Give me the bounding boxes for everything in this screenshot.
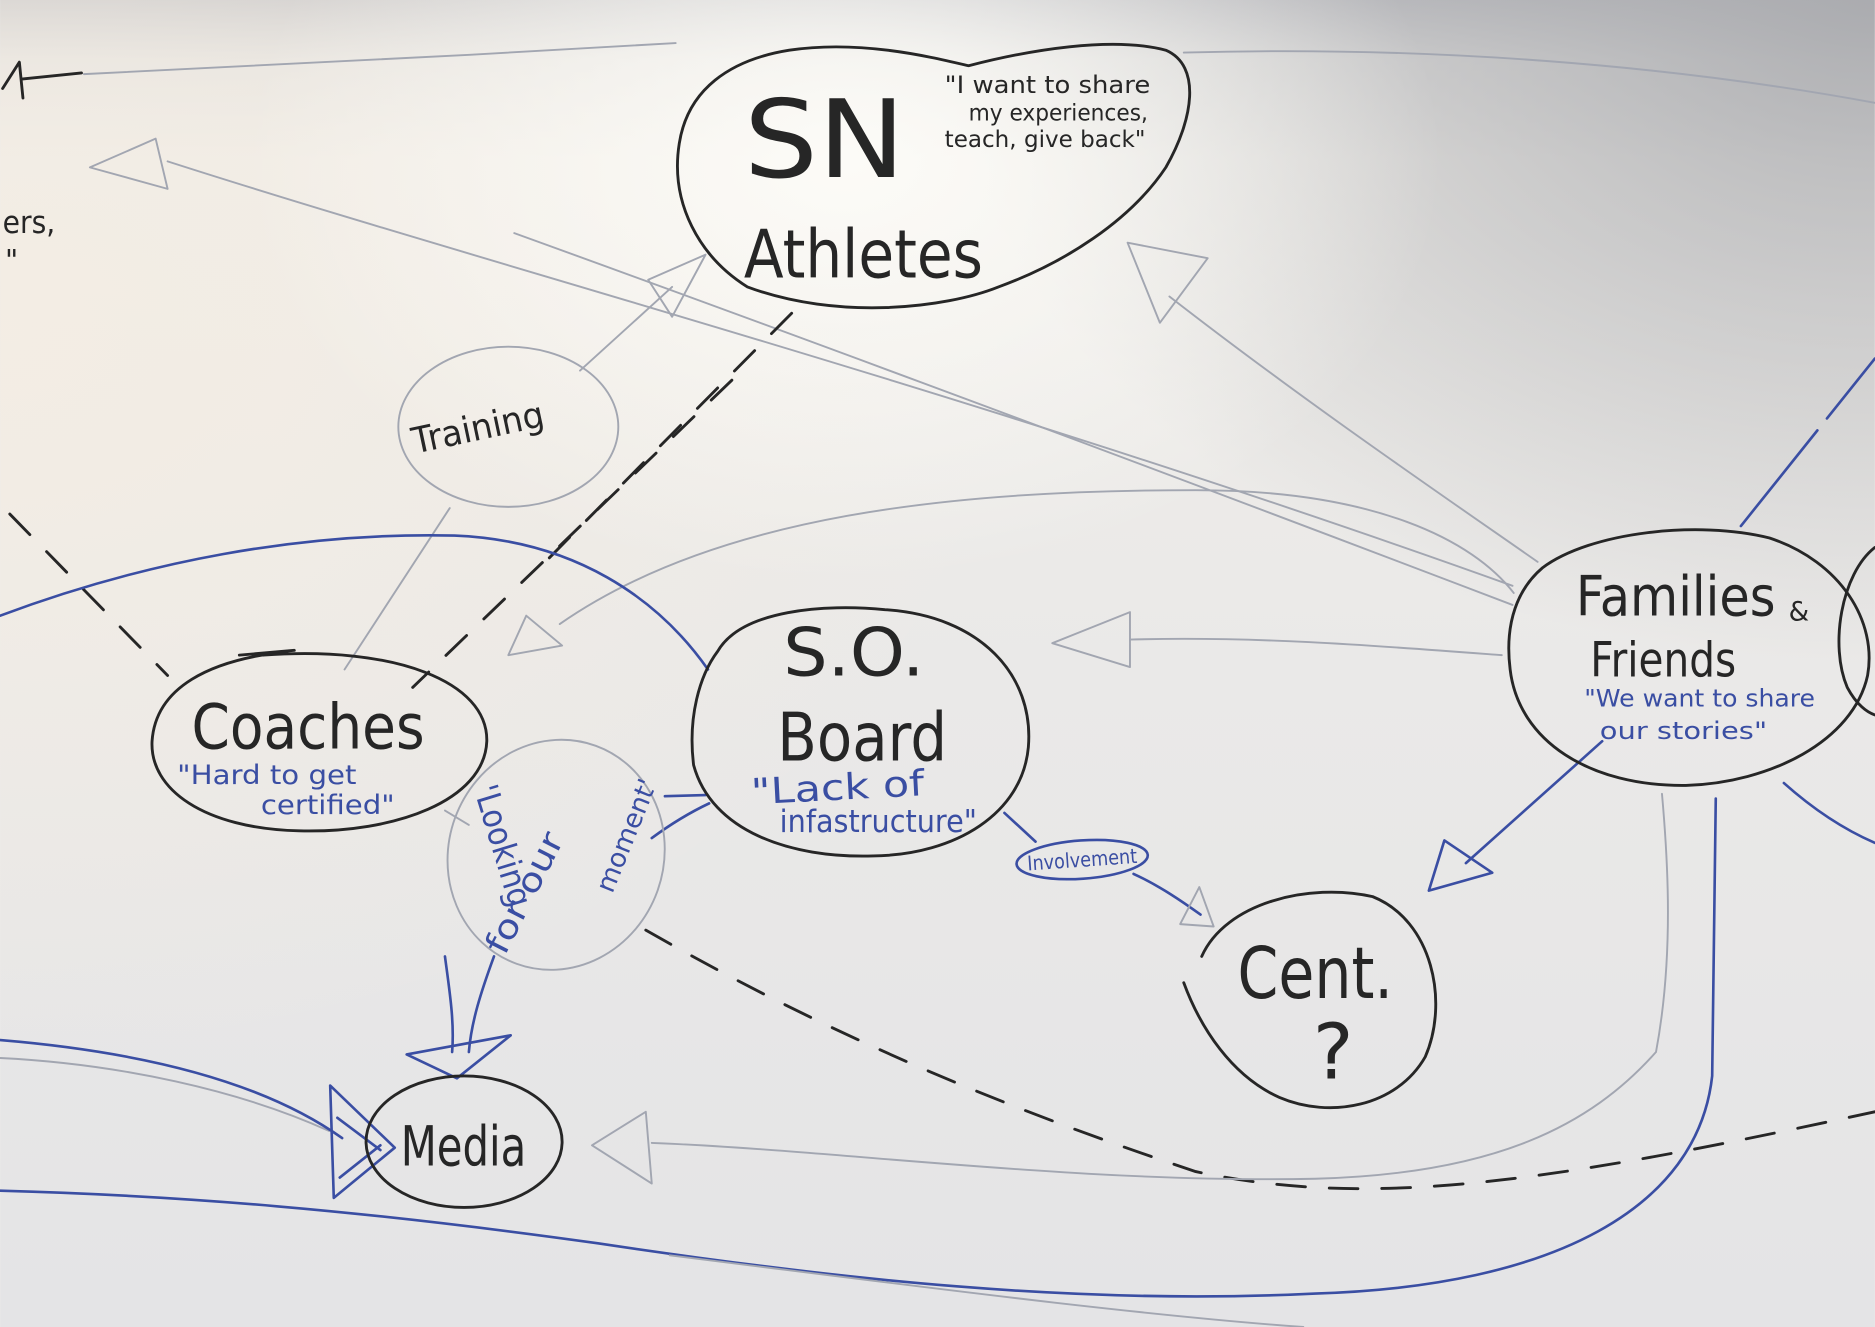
pencil-connector-left-to-media	[0, 1057, 330, 1132]
families-friends-title-line1: Families	[1576, 565, 1776, 629]
so-board-title-line2: Board	[777, 698, 947, 776]
pencil-connector-bottom-sweep	[668, 1254, 1305, 1327]
arrowhead-families-to-cent	[1427, 839, 1494, 892]
arrowhead-top-left	[88, 137, 169, 190]
families-friends-quote-line1: "We want to share	[1584, 685, 1815, 713]
left-edge-quote-mark: "	[5, 243, 18, 277]
sn-athletes-quote-line3: teach, give back"	[945, 127, 1146, 153]
families-friends-outline	[1507, 528, 1871, 787]
edge-mark-top-left	[1, 60, 83, 100]
arrowhead-families-to-sn	[1126, 241, 1209, 324]
node-so-board: S.O. Board "Lack of infastructure"	[690, 606, 1031, 858]
training-outline	[397, 345, 620, 508]
blue-connector-families-bottom-loop	[0, 797, 1718, 1298]
top-pencil-line-left	[82, 42, 677, 76]
coaches-quote-line2: certified"	[261, 791, 395, 821]
coaches-quote-line1: "Hard to get	[177, 761, 356, 791]
node-sn-athletes: SN Athletes "I want to share my experien…	[676, 42, 1192, 310]
dashed-connector-top-left-to-coaches	[8, 512, 170, 677]
arrowhead-arc-to-board	[507, 614, 564, 657]
sn-athletes-quote-line2: my experiences,	[969, 101, 1148, 127]
cent-outline	[1182, 890, 1438, 1110]
blue-connector-involvement-to-cent	[1132, 872, 1202, 916]
media-outline	[364, 1074, 564, 1209]
coaches-label: Coaches	[192, 690, 425, 763]
node-coaches: Coaches "Hard to get certified"	[150, 648, 489, 833]
blue-connector-left-to-board	[0, 533, 710, 671]
arrow-looking-to-media-head	[405, 1033, 513, 1080]
so-board-quote-line2: infastructure"	[780, 804, 977, 840]
cent-title-line1: Cent.	[1238, 931, 1393, 1015]
so-board-quote-line1: "Lack of	[750, 763, 927, 813]
connector-training-to-sn	[579, 285, 674, 372]
blue-connector-board-to-looking-1	[663, 793, 707, 798]
sn-athletes-title-line2: Athletes	[744, 215, 983, 293]
media-label: Media	[401, 1115, 527, 1179]
connector-families-to-top-left	[166, 160, 1514, 587]
connector-coaches-tick	[443, 809, 470, 826]
node-families-friends: Families & Friends "We want to share our…	[1507, 528, 1871, 787]
so-board-outline	[690, 606, 1031, 858]
dashed-connector-looking-to-right	[644, 928, 1875, 1191]
so-board-title-line1: S.O.	[783, 613, 924, 691]
arrowhead-families-to-media	[591, 1110, 653, 1185]
connector-arc-to-board	[558, 489, 1515, 626]
coaches-outline	[150, 648, 489, 833]
top-pencil-line-right	[1182, 50, 1875, 104]
connector-families-to-media	[650, 792, 1669, 1181]
sn-athletes-outline	[676, 42, 1192, 310]
sn-athletes-quote-line1: "I want to share	[945, 71, 1151, 99]
cent-title-line2: ?	[1313, 1008, 1354, 1097]
blue-connector-families-to-top-right	[1739, 357, 1875, 528]
involvement-outline	[1015, 838, 1150, 881]
families-friends-quote-line2: our stories"	[1600, 717, 1767, 745]
blue-connector-left-to-media	[0, 1038, 344, 1140]
connector-families-to-sn	[1168, 295, 1539, 563]
blue-connector-board-to-involvement	[1003, 811, 1037, 843]
node-cent: Cent. ?	[1182, 890, 1438, 1110]
blue-connector-families-to-right	[1782, 781, 1875, 845]
connector-families-to-left-2	[513, 232, 1514, 606]
arrowhead-involvement-to-cent	[1179, 886, 1215, 928]
dashed-connector-sn-to-coaches-1	[534, 311, 794, 573]
partial-node-right-edge	[1837, 546, 1875, 717]
node-media: Media	[364, 1074, 564, 1209]
arrowhead-media-left	[328, 1084, 397, 1200]
families-friends-title-line2: Friends	[1590, 634, 1736, 689]
blue-connector-board-to-looking-2	[650, 802, 711, 840]
dashed-connector-sn-to-coaches-2	[411, 378, 734, 689]
left-edge-text-fragment: ers,	[3, 205, 56, 241]
connector-families-to-board	[1129, 637, 1503, 657]
sn-athletes-title-line1: SN	[744, 78, 905, 203]
families-friends-ampersand: &	[1789, 597, 1810, 627]
looking-outline	[446, 738, 666, 971]
